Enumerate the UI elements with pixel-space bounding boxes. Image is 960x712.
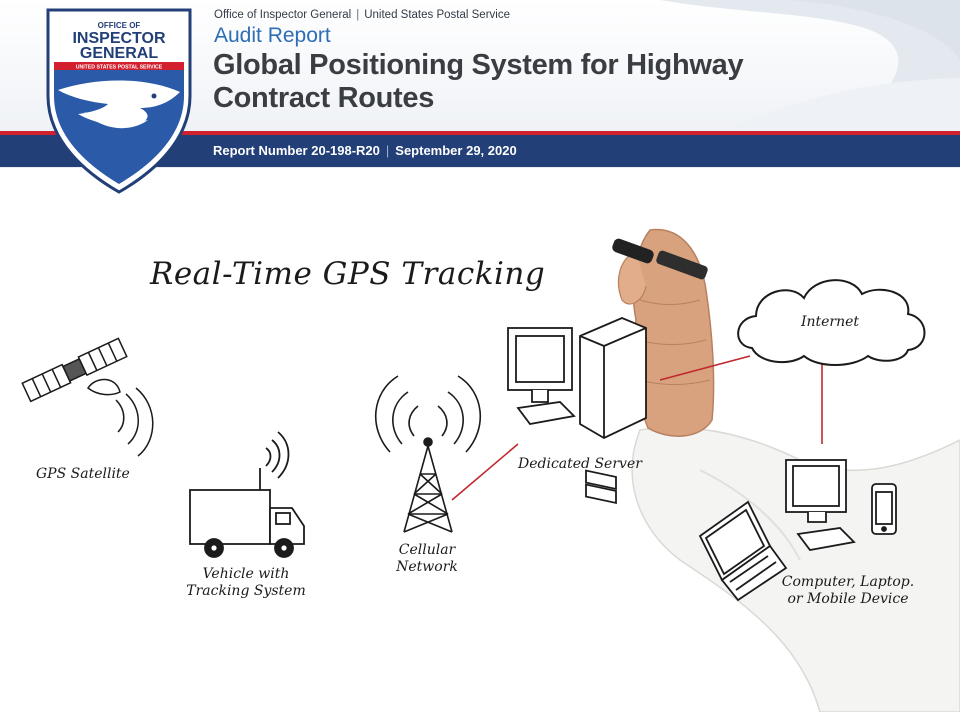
oig-shield-logo: OFFICE OF INSPECTOR GENERAL UNITED STATE…: [46, 8, 192, 194]
separator: |: [385, 143, 390, 158]
report-title-line-2: Contract Routes: [213, 82, 435, 114]
vehicle-label-line-1: Vehicle with: [203, 566, 290, 582]
figure-title: Real-Time GPS Tracking: [150, 256, 546, 292]
cellular-label-line-2: Network: [395, 559, 458, 575]
header-swoosh-decoration: [660, 0, 960, 132]
report-date: September 29, 2020: [395, 143, 517, 158]
report-title-line-1: Global Positioning System for Highway: [213, 49, 744, 81]
cloud-icon: [737, 279, 926, 366]
truck-icon: [189, 431, 305, 558]
server-icon: [507, 317, 647, 505]
gps-satellite-label: GPS Satellite: [36, 466, 130, 482]
red-rule: [0, 131, 960, 135]
organization-line: Office of Inspector General | United State…: [214, 9, 510, 21]
phone-icon: [871, 483, 897, 535]
separator: |: [356, 9, 360, 21]
document-kind: Audit Report: [214, 24, 331, 47]
server-label: Dedicated Server: [517, 456, 643, 472]
devices-label-line-2: or Mobile Device: [787, 591, 908, 607]
devices-label-line-1: Computer, Laptop.: [782, 574, 914, 590]
vehicle-label-line-2: Tracking System: [186, 583, 305, 599]
cell-tower-icon: [375, 375, 481, 533]
gps-tracking-illustration: GPS Satellite Vehicle with Tracking Syst…: [21, 228, 960, 712]
organization-name: Office of Inspector General: [214, 9, 352, 21]
seal-top-text: OFFICE OF: [98, 21, 141, 30]
monitor-icon: [785, 459, 856, 551]
cellular-label-line-1: Cellular: [399, 542, 457, 558]
laptop-icon: [698, 500, 788, 602]
seal-ribbon: UNITED STATES POSTAL SERVICE: [76, 65, 163, 71]
seal-line-2: GENERAL: [80, 45, 158, 62]
agency-name: United States Postal Service: [364, 9, 510, 21]
report-title: Global Positioning System for Highway Co…: [213, 49, 873, 115]
satellite-icon: [21, 337, 154, 457]
internet-label: Internet: [800, 314, 859, 330]
report-number: Report Number 20-198-R20: [213, 143, 380, 158]
report-info: Report Number 20-198-R20 | September 29, 2…: [213, 143, 517, 158]
network-connectors: [451, 355, 823, 501]
seal-line-1: INSPECTOR: [72, 30, 166, 47]
